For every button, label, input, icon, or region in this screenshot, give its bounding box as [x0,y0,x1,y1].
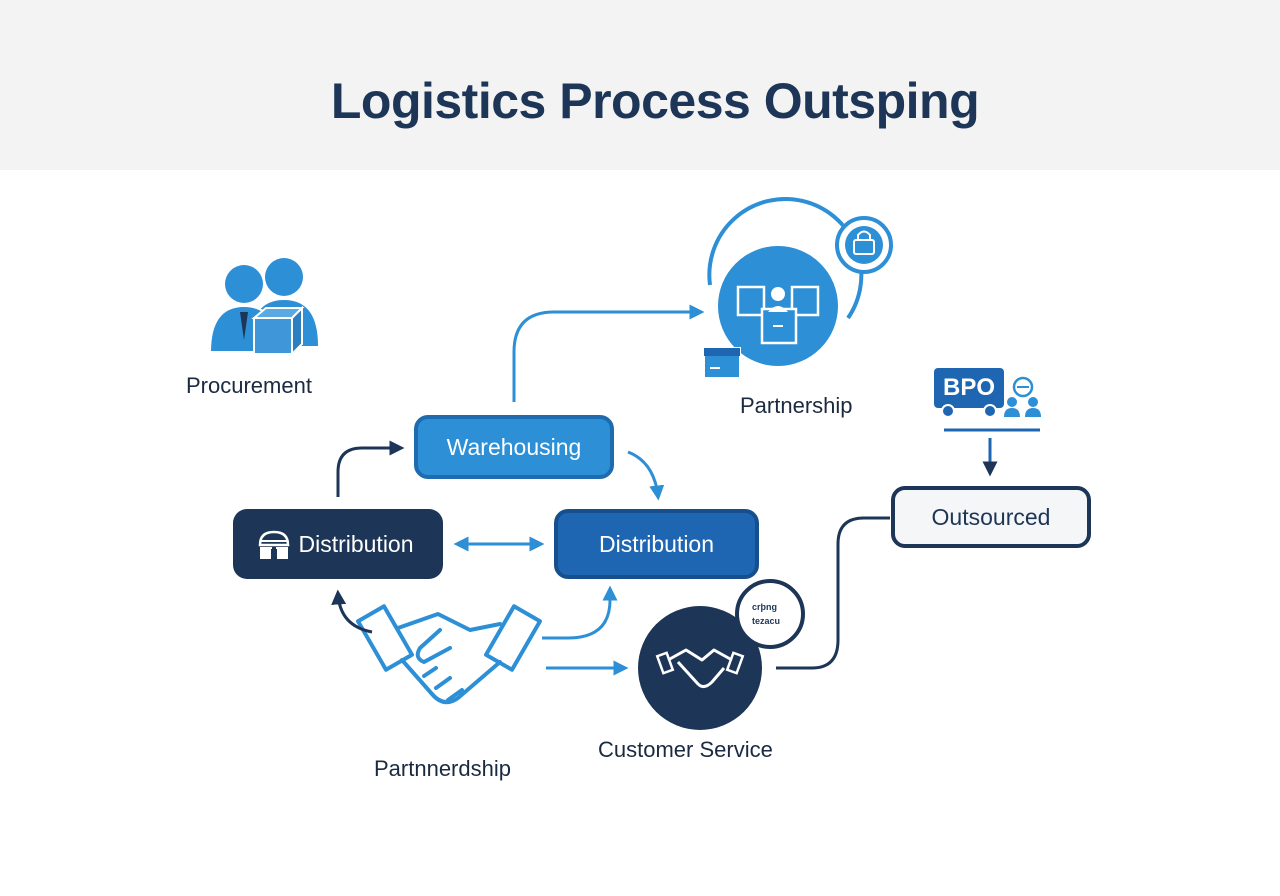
customer-service-label: Customer Service [598,737,773,762]
page-title: Logistics Process Outsping [330,73,980,129]
distribution-left-node-label: Distribution [298,530,414,557]
arrow-warehousing-to-distribution [627,450,665,501]
distribution-right-node[interactable]: Distribution [554,509,759,579]
header-band [0,0,1280,170]
partnership-label: Partnership [740,393,853,418]
partnership-boxes-icon [707,196,864,366]
customer-service-badge [735,579,805,649]
distribution-right-node-label: Distribution [598,530,715,557]
small-box-icon [703,347,741,379]
warehouse-icon [258,530,290,559]
partnerdship-label: Partnnerdship [374,756,511,781]
arrow-warehousing-to-partnership [512,304,705,402]
procurement-icon [208,258,318,357]
arrow-partnerdship-to-distribution [331,589,373,634]
connector-customer-service-to-outsourced [776,516,890,670]
bpo-truck-icon [934,368,1004,418]
lock-badge-icon [835,216,893,274]
arrow-distribution-to-warehousing [336,440,405,497]
team-icon [1004,376,1041,417]
arrow-partnerdship-to-distribution-right [542,585,618,640]
customer-service-icon [638,606,762,730]
outsourced-node-label: Outsourced [931,503,1051,530]
customer-service-badge-line2: tezacu [752,616,781,626]
bpo-badge-text: BPO [942,374,995,401]
distribution-left-node[interactable]: Distribution [233,509,443,579]
customer-service-badge-line1: crþng [752,602,778,612]
warehousing-node-label: Warehousing [446,433,582,460]
procurement-label: Procurement [186,373,312,398]
handshake-icon [356,604,542,705]
warehousing-node[interactable]: Warehousing [414,415,614,479]
outsourced-node[interactable]: Outsourced [891,486,1091,548]
